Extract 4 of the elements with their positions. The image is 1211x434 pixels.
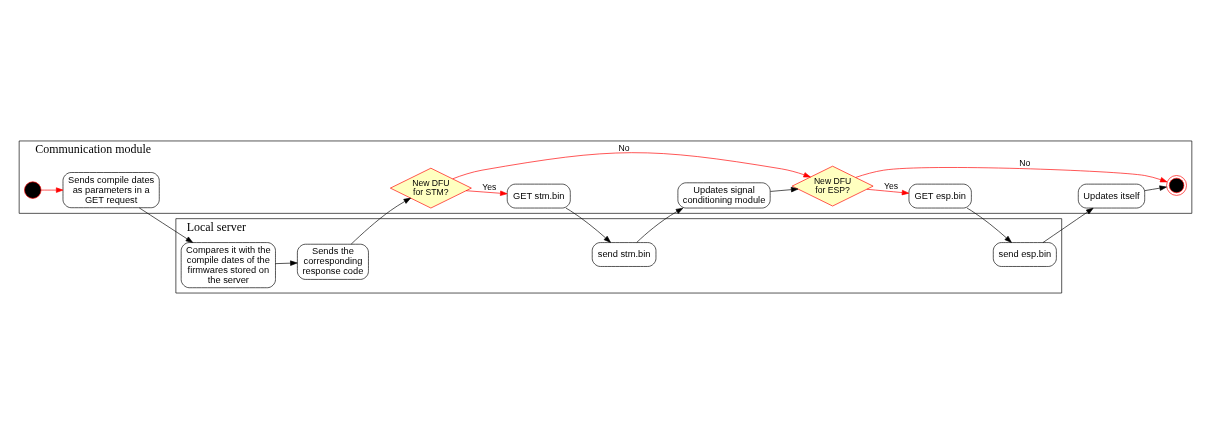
edge-label: No — [618, 142, 630, 153]
edge-label: Yes — [482, 181, 497, 192]
edge-label: No — [1019, 157, 1031, 168]
edge-label: Yes — [883, 181, 899, 192]
